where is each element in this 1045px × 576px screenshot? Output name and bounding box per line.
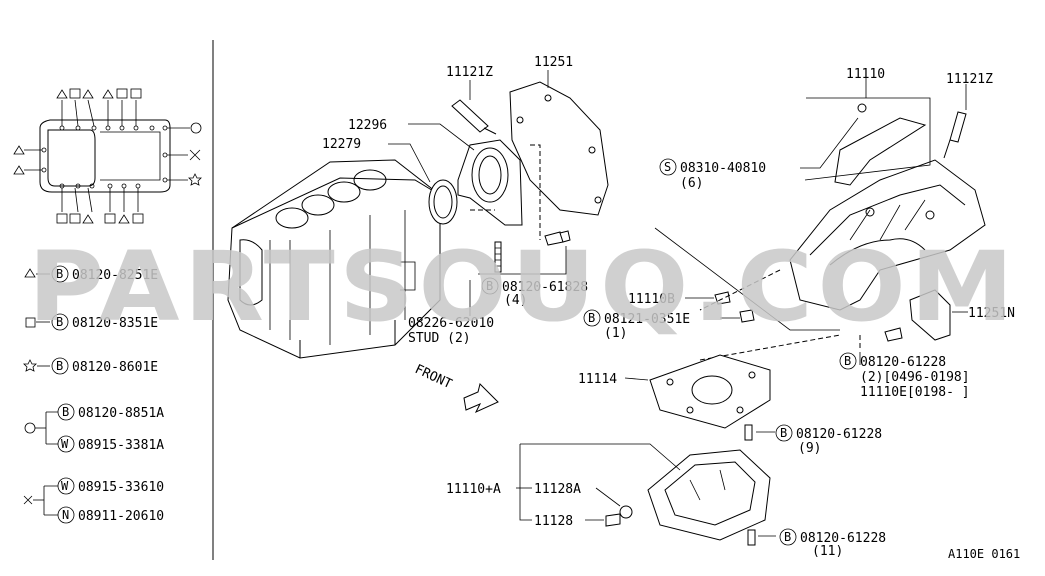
legend-row-star: B 08120-8601E (23, 357, 158, 375)
bolt-prefix-b: B (486, 279, 493, 293)
bolt-prefix-b: B (844, 354, 851, 368)
legend-row-circle: B 08120-8851A W 08915-3381A (24, 403, 164, 453)
callout-08120-61228-c: 08120-61228 (800, 531, 886, 546)
washer-prefix-w: W (61, 437, 69, 451)
bolt-prefix-b: B (56, 359, 63, 373)
callout-08120-61828-qty: (4) (504, 293, 527, 308)
bolt-prefix-circle (775, 424, 793, 442)
callout-12279: 12279 (322, 137, 361, 152)
rear-cover (909, 289, 951, 341)
bolt-08310 (857, 103, 867, 113)
callout-08121-0351e: 08121-0351E (604, 312, 690, 327)
legend-square-part: 08120-8351E (72, 316, 158, 331)
nut-prefix-n: N (62, 508, 69, 522)
baffle-plate (834, 117, 927, 186)
callout-11251: 11251 (534, 55, 573, 70)
legend: B 08120-8251E B 08120-8351E B 08120-8601… (23, 265, 164, 524)
callout-12296: 12296 (348, 118, 387, 133)
bolt-prefix-b: B (56, 315, 63, 329)
rear-oil-seal (428, 179, 458, 225)
bolt-prefix-circle (779, 528, 797, 546)
callout-11110: 11110 (846, 67, 885, 82)
oil-pan-schematic (13, 88, 202, 224)
callout-08120-61228-a: 08120-61228 (860, 355, 946, 370)
drain-plug (605, 505, 633, 527)
bolt-prefix-b: B (780, 426, 787, 440)
bolt-prefix-circle (839, 352, 857, 370)
bolt-prefix-b: B (784, 530, 791, 544)
liquid-gasket-tube-left (451, 99, 497, 135)
callout-08120-61228-b: 08120-61228 (796, 427, 882, 442)
callout-08120-61228-b-qty: (9) (798, 441, 821, 456)
legend-triangle-part: 08120-8251E (72, 268, 158, 283)
bolt-08120-61228-c (747, 529, 756, 546)
bolt-prefix-circle (583, 309, 601, 327)
bolt-08120-61828 (544, 230, 571, 246)
legend-row-triangle: B 08120-8251E (24, 265, 158, 283)
callout-stud-part: 08226-62010 (408, 316, 494, 331)
callout-11110b: 11110B (628, 292, 675, 307)
bolt-prefix-b: B (62, 405, 69, 419)
legend-circle-bolt: 08120-8851A (78, 406, 164, 421)
legend-star-part: 08120-8601E (72, 360, 158, 375)
bolt-08120-61228-a (884, 327, 903, 342)
bolt-prefix-b: B (56, 267, 63, 281)
callout-stud-label: STUD (2) (408, 331, 471, 346)
callout-11110a: 11110+A (446, 482, 501, 497)
oil-pan-baffle (649, 354, 771, 429)
legend-cross-washer: 08915-33610 (78, 480, 164, 495)
callout-08120-61228-c-qty: (11) (812, 544, 843, 559)
bolt-08121 (739, 309, 755, 323)
bolt-08120-61228-b (744, 424, 753, 441)
bolt-prefix-circle (481, 277, 499, 295)
callout-08120-61228-a-qty: (2)[0496-0198] (860, 370, 970, 385)
callout-11251n: 11251N (968, 306, 1015, 321)
liquid-gasket-tube-right (943, 111, 967, 159)
leader-lines (388, 70, 968, 537)
seal-retainer (457, 139, 523, 226)
callout-11128a: 11128A (534, 482, 581, 497)
callout-08120-61828: 08120-61828 (502, 280, 588, 295)
callout-11121z-right: 11121Z (946, 72, 993, 87)
callout-11114: 11114 (578, 372, 617, 387)
diagram-code: A110E 0161 (948, 547, 1020, 561)
front-label: FRONT (412, 362, 454, 392)
callout-08310-40810: 08310-40810 (680, 161, 766, 176)
screw-prefix-s: S (664, 160, 671, 174)
stud (494, 241, 502, 273)
legend-row-square: B 08120-8351E (25, 313, 158, 331)
callouts: 11121Z 11251 12296 12279 11110 11121Z S … (322, 55, 1020, 561)
callout-11128: 11128 (534, 514, 573, 529)
cylinder-block (227, 159, 441, 359)
watermark: PARTSOUQ.COM (28, 231, 1018, 343)
front-arrow: FRONT (412, 362, 499, 414)
callout-11110e: 11110E[0198- ] (860, 385, 970, 400)
bolt-prefix-b: B (588, 311, 595, 325)
washer-prefix-w: W (61, 479, 69, 493)
callout-08121-qty: (1) (604, 326, 627, 341)
legend-circle-washer: 08915-3381A (78, 438, 164, 453)
oil-pan-upper (789, 159, 986, 311)
rear-plate (509, 81, 609, 216)
oil-pan-lower (647, 449, 771, 541)
screw-prefix-circle (659, 158, 677, 176)
callout-08310-qty: (6) (680, 176, 703, 191)
legend-row-cross: W 08915-33610 N 08911-20610 (23, 477, 164, 524)
legend-cross-nut: 08911-20610 (78, 509, 164, 524)
callout-11121z-left: 11121Z (446, 65, 493, 80)
